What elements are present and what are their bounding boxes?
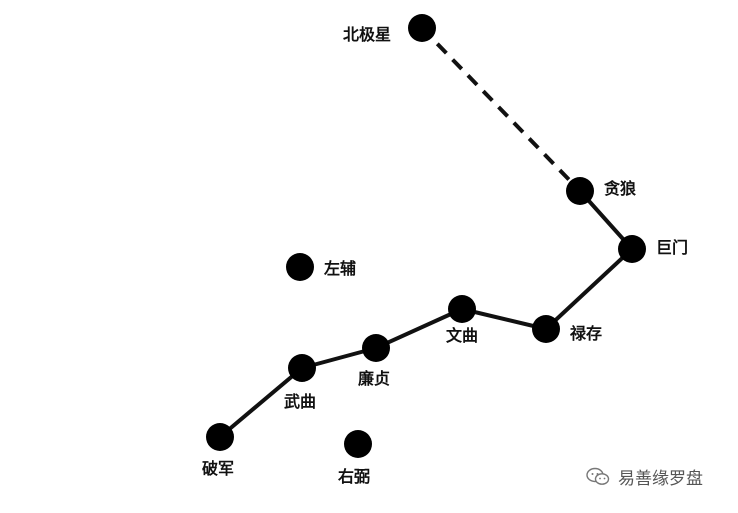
label-lianzhen: 廉贞 — [358, 369, 390, 388]
label-zuofu: 左辅 — [323, 259, 356, 278]
label-polaris: 北极星 — [343, 25, 391, 44]
star-pojun — [206, 423, 234, 451]
watermark-text: 易善缘罗盘 — [618, 469, 703, 489]
star-lucun — [532, 315, 560, 343]
label-wenqu: 文曲 — [446, 326, 478, 345]
star-lianzhen — [362, 334, 390, 362]
label-lucun: 禄存 — [570, 324, 602, 343]
label-tanlang: 贪狼 — [603, 179, 636, 198]
label-jumen: 巨门 — [656, 238, 688, 257]
star-youbi — [344, 430, 372, 458]
label-youbi: 右弼 — [338, 467, 370, 486]
pointer-line-dashed — [420, 26, 582, 193]
star-jumen — [618, 235, 646, 263]
wechat-icon — [586, 467, 610, 485]
label-pojun: 破军 — [202, 459, 234, 478]
watermark: 易善缘罗盘 — [586, 464, 703, 489]
star-zuofu — [286, 253, 314, 281]
star-wuqu — [288, 354, 316, 382]
label-wuqu: 武曲 — [284, 392, 316, 411]
star-polaris — [408, 14, 436, 42]
star-wenqu — [448, 295, 476, 323]
dipper-line — [218, 189, 634, 439]
star-tanlang — [566, 177, 594, 205]
